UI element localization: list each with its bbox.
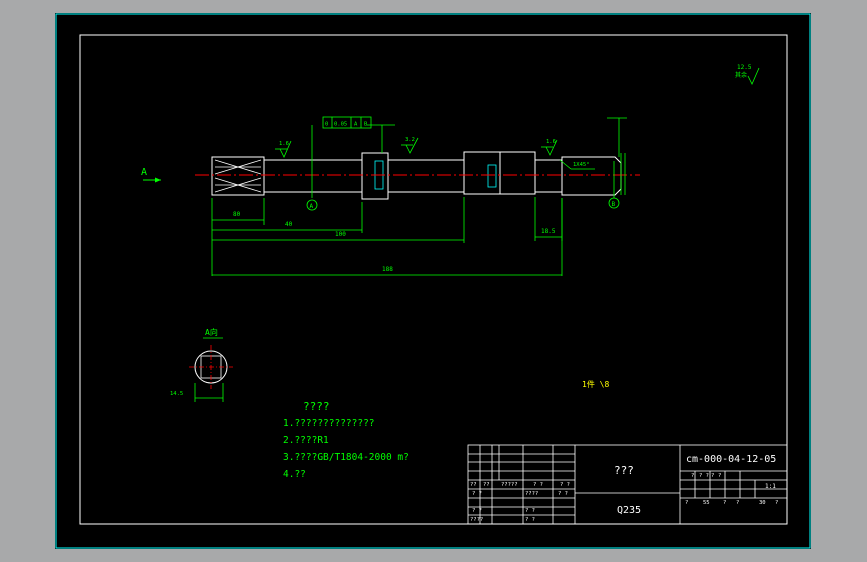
datum-b: B <box>608 161 620 209</box>
tolerance-frame: 0 0.05 A B <box>322 116 372 129</box>
cad-drawing: A 80 40 100 188 18.5 A B <box>55 13 811 549</box>
section-label: A向 <box>205 327 218 337</box>
dim-40: 40 <box>285 221 293 228</box>
shaft-segment-1 <box>211 156 265 196</box>
bottom-6: ? <box>775 500 778 506</box>
drawing-number: cm-000-04-12-05 <box>686 454 776 465</box>
tb-row1-1: ? ? <box>472 491 482 497</box>
shaft-segment-6 <box>499 151 536 195</box>
dim-80: 80 <box>233 211 241 218</box>
datum-b-label: B <box>612 201 616 208</box>
tb-row2-2: ? ? <box>525 508 535 514</box>
dimension-lines <box>211 153 626 276</box>
bottom-5: 30 <box>759 500 766 506</box>
view-arrow-head <box>155 177 161 183</box>
roughness-1: 1.6 <box>279 141 289 147</box>
shaft-segment-2 <box>263 159 363 193</box>
note-1: 1.?????????????? <box>283 418 375 429</box>
tb-row1-3: ? ? <box>558 491 568 497</box>
tb-row1-2: ???? <box>525 491 538 497</box>
shaft-segment-8 <box>561 156 622 196</box>
tol-symbol: 0 <box>325 122 328 128</box>
part-name: ??? <box>614 464 634 477</box>
keyway-2 <box>487 164 497 188</box>
drawing-frame <box>79 34 788 525</box>
tb-label-4: ? ? <box>533 482 543 488</box>
roughness-marks <box>275 67 760 158</box>
misc-mark: 1件 \8 <box>582 379 609 389</box>
roughness-2: 3.2 <box>405 137 415 143</box>
note-3: 3.????GB/T1804-2000 m? <box>283 452 409 463</box>
title-block <box>467 444 788 525</box>
datum-a-label: A <box>310 203 314 210</box>
note-2: 2.????R1 <box>283 435 329 446</box>
drawing-sheet: A 80 40 100 188 18.5 A B <box>55 13 811 549</box>
bottom-1: ? <box>685 500 688 506</box>
shaft-segment-7 <box>534 159 563 193</box>
tolerance-leaders <box>311 117 627 157</box>
dim-100: 100 <box>335 231 346 238</box>
tb-row2-1: ? ? <box>472 508 482 514</box>
datum-a: A <box>306 157 318 211</box>
notes-title: ???? <box>303 400 330 413</box>
tb-label-2: ?? <box>483 482 490 488</box>
spline-pattern <box>214 159 262 193</box>
dim-188: 188 <box>382 266 393 273</box>
view-label: A <box>141 167 147 178</box>
note-4: 4.?? <box>283 469 306 480</box>
roughness-other: 其余 <box>735 71 747 79</box>
tb-label-3: ????? <box>501 482 518 488</box>
bottom-3: ? <box>723 500 726 506</box>
sheet-border <box>55 13 811 549</box>
tb-row3-2: ? ? <box>525 517 535 523</box>
bottom-4: ? <box>736 500 739 506</box>
tb-row3-1: ???? <box>470 517 483 523</box>
tol-value: 0.05 <box>334 122 347 128</box>
tb-label-1: ?? <box>470 482 477 488</box>
tb-label-5: ? ? <box>560 482 570 488</box>
tol-datum-a: A <box>354 122 358 128</box>
roughness-corner: 12.5 <box>737 64 752 71</box>
dim-18-5: 18.5 <box>541 228 556 235</box>
material: Q235 <box>617 505 641 516</box>
header-3: ? <box>711 473 714 479</box>
chamfer-label: 1X45° <box>573 162 590 168</box>
header-1: ? <box>691 473 694 479</box>
chamfer-leader <box>559 159 572 170</box>
scale: 1:1 <box>765 483 776 490</box>
shaft-segment-4 <box>387 159 465 193</box>
section-dim: 14.5 <box>170 391 183 397</box>
header-4: ? <box>718 473 721 479</box>
tol-datum-b: B <box>364 122 368 128</box>
roughness-3: 1.6 <box>546 139 556 145</box>
bottom-2: 55 <box>703 500 710 506</box>
shaft-segment-5 <box>463 151 501 195</box>
header-2: ? ? <box>699 473 709 479</box>
